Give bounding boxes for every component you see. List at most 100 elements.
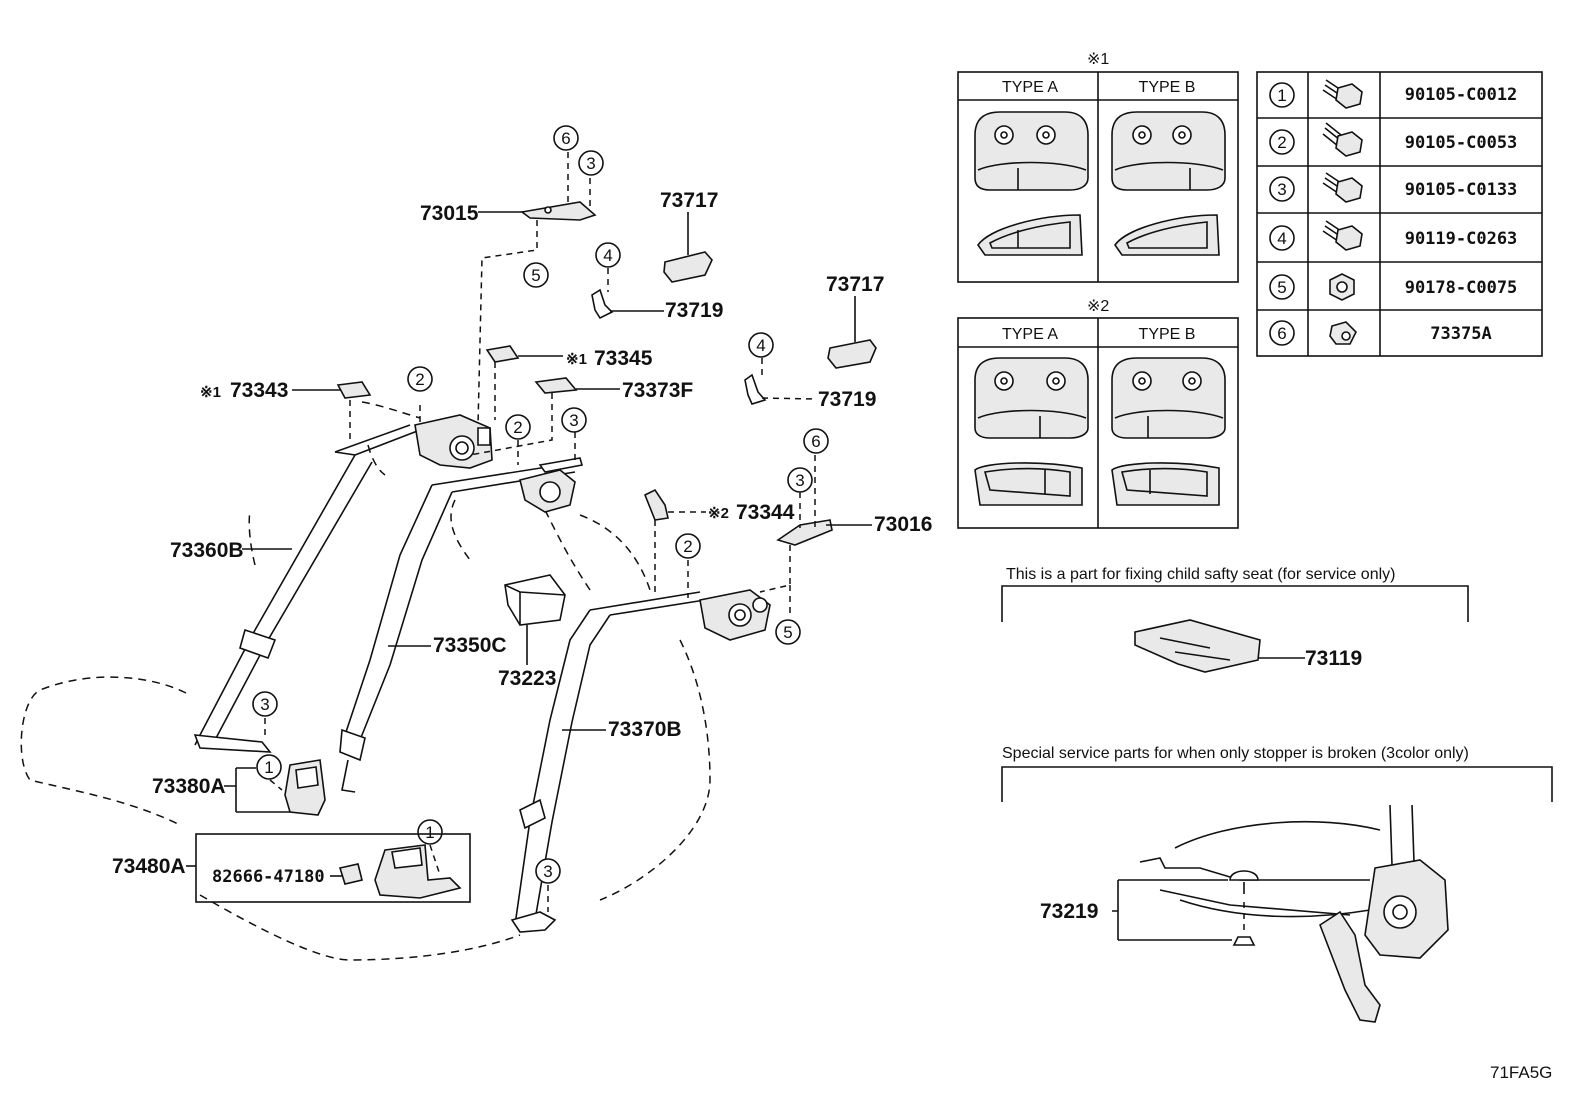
bolt-icon <box>1322 79 1363 109</box>
callout-1: 1 <box>425 823 434 842</box>
label-73719-a: 73719 <box>665 299 723 322</box>
fastener-row-3: 3 90105-C0133 <box>1269 172 1517 203</box>
fastener-part-1: 90105-C0012 <box>1405 85 1518 105</box>
t1-a-cover-top <box>974 111 1089 191</box>
type-table-2: ※2 TYPE A TYPE B <box>957 298 1239 529</box>
belt-73370b <box>510 591 706 933</box>
type-table-1: ※1 TYPE A TYPE B <box>957 51 1239 283</box>
t1-b-cover-top <box>1111 111 1226 191</box>
label-73360b: 73360B <box>170 539 244 562</box>
cover-73373f <box>534 377 578 394</box>
label-73219: 73219 <box>1040 900 1098 923</box>
ref-mark-73345: ※1 <box>566 351 587 368</box>
svg-text:6: 6 <box>1277 324 1286 343</box>
fastener-part-5: 90178-C0075 <box>1405 278 1518 298</box>
bolt-icon <box>1322 172 1363 203</box>
fastener-part-2: 90105-C0053 <box>1405 133 1518 153</box>
t1-type-a: TYPE A <box>1002 79 1058 96</box>
belt-73350c <box>339 464 576 793</box>
fastener-row-2: 2 90105-C0053 <box>1269 122 1518 157</box>
callout-3: 3 <box>586 154 595 173</box>
callout-5: 5 <box>531 266 540 285</box>
label-82666-47180: 82666-47180 <box>212 867 325 887</box>
retractor-left <box>414 414 493 469</box>
fastener-row-6: 6 73375A <box>1269 320 1492 346</box>
buckle-73380a <box>284 759 326 816</box>
callout-2: 2 <box>415 370 424 389</box>
cover-73717-a <box>663 251 713 283</box>
retractor-stopper <box>1364 804 1449 959</box>
callout-5: 5 <box>783 623 792 642</box>
t1-a-cover-side <box>977 214 1083 256</box>
ref-mark-2: ※2 <box>1087 298 1109 315</box>
bolt-icon <box>1322 220 1363 251</box>
guide-73719-b <box>744 373 767 405</box>
label-73345: 73345 <box>594 347 653 370</box>
fastener-row-1: 1 90105-C0012 <box>1269 79 1518 109</box>
callout-3: 3 <box>260 695 269 714</box>
fastener-part-4: 90119-C0263 <box>1405 229 1518 249</box>
stopper-note: Special service parts for when only stop… <box>1002 745 1469 762</box>
t2-type-a: TYPE A <box>1002 326 1058 343</box>
latch-plate <box>1319 910 1381 1023</box>
label-73344: 73344 <box>736 501 795 524</box>
callout-6: 6 <box>561 129 570 148</box>
callout-1: 1 <box>264 758 273 777</box>
label-73719-b: 73719 <box>818 388 876 411</box>
ref-mark-73343: ※1 <box>200 384 221 401</box>
t2-b-cover-side <box>1111 462 1220 506</box>
child-seat-note: This is a part for fixing child safty se… <box>1006 566 1395 583</box>
label-73015: 73015 <box>420 202 479 225</box>
label-73223: 73223 <box>498 667 556 690</box>
callout-circles: 6 3 5 4 2 2 3 4 6 3 2 5 3 1 1 3 <box>252 125 829 884</box>
ref-mark-73344: ※2 <box>708 505 729 522</box>
label-73717-b: 73717 <box>826 273 884 296</box>
svg-text:1: 1 <box>1277 86 1286 105</box>
buckle-73480a <box>338 844 462 899</box>
diagram-code: 71FA5G <box>1490 1063 1552 1082</box>
dashed-leaders <box>264 152 816 912</box>
label-73380a: 73380A <box>152 775 226 798</box>
cover-73717-b <box>827 339 877 369</box>
callout-6: 6 <box>811 432 820 451</box>
retractor-center <box>519 457 584 513</box>
label-73717-a: 73717 <box>660 189 718 212</box>
fastener-row-4: 4 90119-C0263 <box>1269 220 1518 251</box>
stopper-section: Special service parts for when only stop… <box>1001 745 1553 1023</box>
callout-3: 3 <box>795 471 804 490</box>
callout-3: 3 <box>543 862 552 881</box>
t2-b-cover-top <box>1111 357 1226 439</box>
clip-icon <box>1329 321 1357 345</box>
retractor-right <box>699 589 771 641</box>
svg-text:3: 3 <box>1277 180 1286 199</box>
guide-73719-a <box>591 288 614 320</box>
t2-a-cover-side <box>974 462 1083 506</box>
t1-b-cover-side <box>1114 214 1220 256</box>
bolt-icon <box>1322 122 1363 157</box>
label-73373f: 73373F <box>622 379 693 402</box>
t2-a-cover-top <box>974 357 1089 439</box>
svg-text:5: 5 <box>1277 278 1286 297</box>
fastener-table: 1 90105-C0012 2 90105-C0053 3 90105-C013 <box>1256 71 1543 357</box>
t1-type-b: TYPE B <box>1139 79 1196 96</box>
part-labels: 73015 73717 73719 73717 73719 ※1 73345 ※… <box>112 189 932 903</box>
svg-text:4: 4 <box>1277 229 1286 248</box>
nut-icon <box>1329 273 1355 301</box>
child-seat-section: This is a part for fixing child safty se… <box>1001 566 1469 673</box>
callout-3: 3 <box>569 411 578 430</box>
label-73350c: 73350C <box>433 634 507 657</box>
seat-outline <box>20 401 711 961</box>
label-73480a: 73480A <box>112 855 186 878</box>
label-73343: 73343 <box>230 379 288 402</box>
fastener-part-6: 73375A <box>1430 324 1491 344</box>
box-73223 <box>504 574 566 626</box>
callout-2: 2 <box>513 418 522 437</box>
label-73370b: 73370B <box>608 718 682 741</box>
label-73119: 73119 <box>1305 647 1362 670</box>
callout-4: 4 <box>603 246 612 265</box>
ref-mark-1: ※1 <box>1087 51 1109 68</box>
stopper-button-upper <box>1229 870 1259 894</box>
cover-73345 <box>485 345 520 363</box>
svg-text:2: 2 <box>1277 133 1286 152</box>
